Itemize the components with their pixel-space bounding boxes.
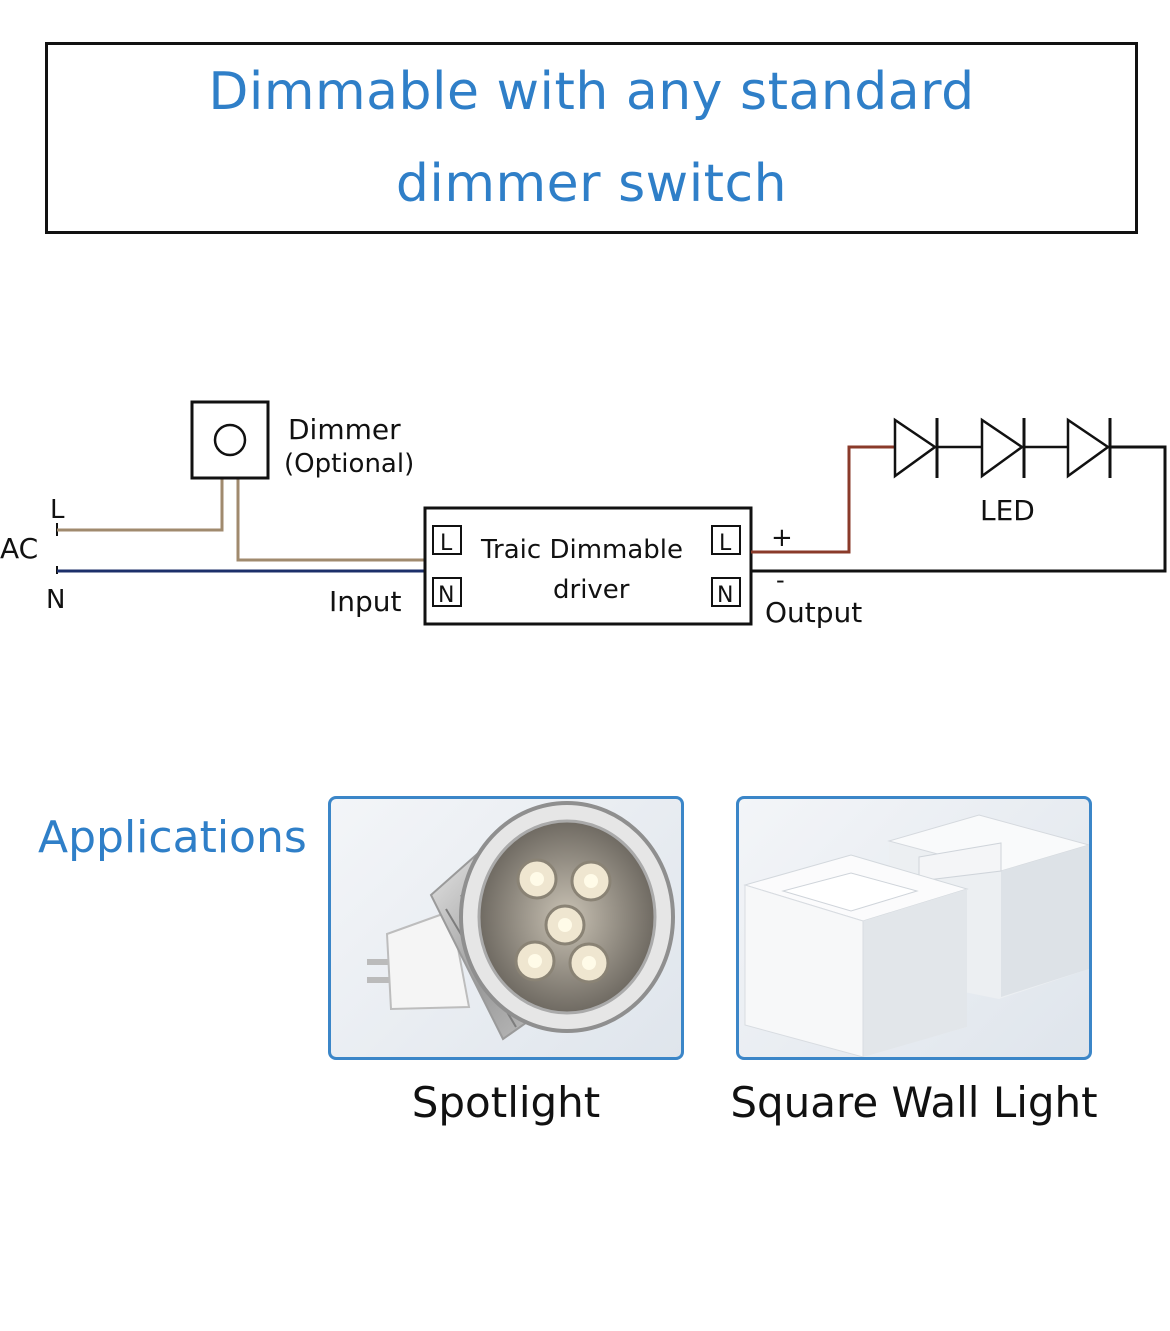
live-label: L [50, 495, 65, 525]
driver-terminal-input-l [432, 525, 462, 555]
driver-terminal-input-n-text: N [438, 583, 454, 608]
input-label: Input [329, 585, 402, 618]
spotlight-label: Spotlight [411, 1078, 601, 1127]
driver-label-line-2: driver [553, 575, 630, 605]
dimmer-optional-note: (Optional) [284, 449, 414, 479]
live-wire-to-driver [236, 478, 425, 562]
driver-terminal-input-n [432, 577, 462, 607]
applications-title: Applications [38, 812, 307, 863]
driver-label-line-1: Traic Dimmable [480, 535, 683, 565]
driver-terminal-output-l [711, 525, 741, 555]
dimmer-box [190, 400, 270, 480]
live-wire-to-dimmer [57, 478, 224, 532]
driver-box [423, 506, 753, 626]
neutral-label: N [46, 585, 65, 615]
led-diode-icon [893, 417, 939, 479]
square-wall-light-card [736, 796, 1092, 1060]
dimmer-knob-icon [213, 423, 247, 457]
ac-label: AC [0, 532, 38, 565]
header-title-line-1: Dimmable with any standard [208, 62, 975, 122]
header-box: Dimmable with any standard dimmer switch [45, 42, 1138, 234]
dimmer-label: Dimmer [288, 413, 401, 446]
driver-terminal-input-l-text: L [440, 531, 453, 556]
output-label: Output [765, 596, 862, 629]
spotlight-card [328, 796, 684, 1060]
minus-label: - [776, 566, 785, 594]
plus-label: + [771, 523, 793, 553]
driver-terminal-output-n [711, 577, 741, 607]
driver-terminal-output-n-text: N [717, 583, 733, 608]
led-return-wire [751, 445, 1167, 573]
led-diode-icon [1066, 417, 1112, 479]
led-diode-icon [980, 417, 1026, 479]
led-label: LED [980, 494, 1035, 527]
square-wall-light-label: Square Wall Light [730, 1078, 1098, 1127]
spotlight-bulb-icon [367, 801, 675, 1041]
wiring-diagram: AC L N Dimmer (Optional) Input L N L N T… [0, 400, 1167, 629]
driver-terminal-output-l-text: L [719, 531, 732, 556]
header-title-line-2: dimmer switch [395, 154, 788, 214]
led-positive-wire [751, 445, 895, 554]
square-wall-light-icon [743, 814, 1089, 1057]
